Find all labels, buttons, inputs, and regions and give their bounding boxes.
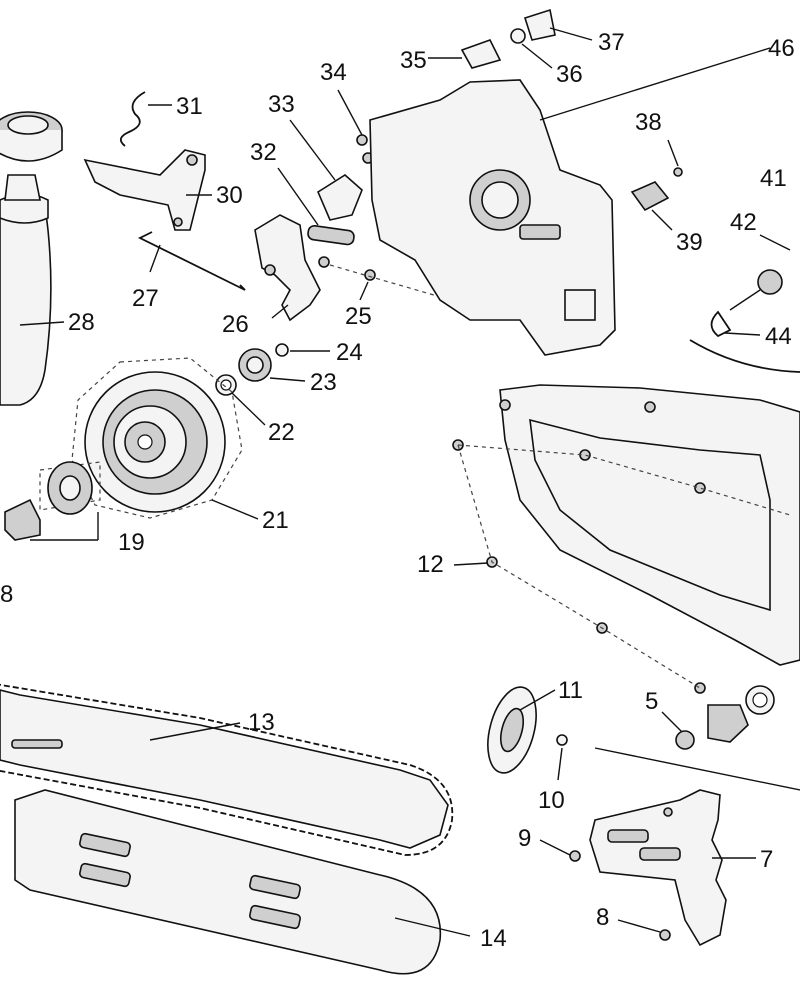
- callout-22: 22: [268, 419, 295, 446]
- callout-26: 26: [222, 311, 249, 338]
- oil-tank: [0, 111, 65, 406]
- callout-27: 27: [132, 285, 159, 312]
- callout-44: 44: [765, 323, 792, 350]
- callout-9: 9: [518, 825, 531, 852]
- cover-11: [487, 686, 556, 774]
- chain-bar-13: [0, 683, 454, 856]
- callout-7: 7: [760, 846, 773, 873]
- nut-5: [594, 685, 800, 791]
- callout-37: 37: [598, 29, 625, 56]
- small-parts-top: [428, 8, 593, 69]
- rod-27: [137, 231, 246, 291]
- callout-35: 35: [400, 47, 427, 74]
- callout-36: 36: [556, 61, 583, 88]
- callout-21: 21: [262, 507, 289, 534]
- screws-12: [452, 439, 791, 694]
- callout-25: 25: [345, 303, 372, 330]
- callout-28: 28: [68, 309, 95, 336]
- callout-8: 8: [596, 904, 609, 931]
- callout-labels: 5 7 8 8 9 10 11 12 13 14 19 21 22 23 24 …: [0, 29, 795, 952]
- trigger-26: [254, 214, 321, 322]
- washer-10: [556, 734, 568, 781]
- spring-32: [277, 167, 355, 246]
- gear-assembly-21: [71, 357, 259, 520]
- tensioner-7: [539, 789, 756, 947]
- callout-33: 33: [268, 91, 295, 118]
- callout-5: 5: [645, 688, 658, 715]
- callout-46: 46: [768, 35, 795, 62]
- motor-housing-46: [369, 47, 771, 356]
- callout-23: 23: [310, 369, 337, 396]
- rear-handle-housing: [499, 384, 800, 666]
- scabbard-14: [14, 789, 471, 975]
- callout-31: 31: [176, 93, 203, 120]
- screws-group: [215, 89, 464, 426]
- callout-41: 41: [760, 165, 787, 192]
- callout-34: 34: [320, 59, 347, 86]
- callout-8b: 8: [0, 581, 13, 608]
- callout-19: 19: [118, 529, 145, 556]
- callout-38: 38: [635, 109, 662, 136]
- callout-13: 13: [248, 709, 275, 736]
- bearing-19: [4, 461, 101, 541]
- spring-31: [119, 91, 172, 147]
- switch-33: [289, 119, 363, 221]
- right-side-parts: [689, 234, 800, 373]
- callout-10: 10: [538, 787, 565, 814]
- callout-11: 11: [558, 677, 583, 704]
- bolts-38-39: [630, 139, 683, 231]
- callout-24: 24: [336, 339, 363, 366]
- callout-39: 39: [676, 229, 703, 256]
- callout-32: 32: [250, 139, 277, 166]
- lever-30: [83, 149, 212, 231]
- callout-12: 12: [417, 551, 444, 578]
- callout-14: 14: [480, 925, 507, 952]
- callout-30: 30: [216, 182, 243, 209]
- callout-42: 42: [730, 209, 757, 236]
